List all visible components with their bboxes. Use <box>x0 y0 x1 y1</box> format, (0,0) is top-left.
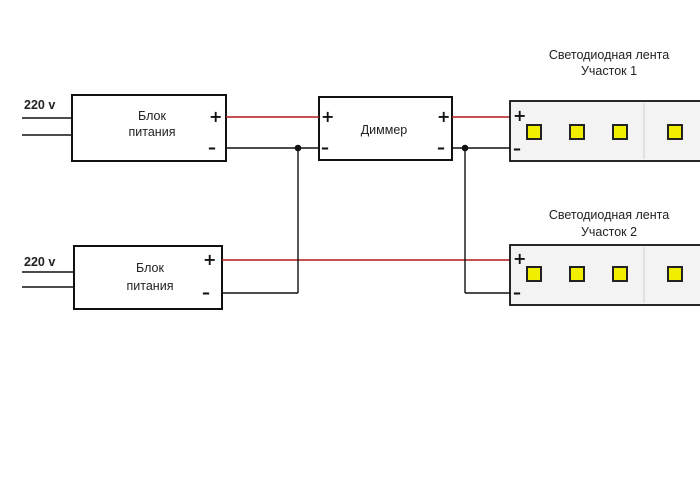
power-supply-1-label-line2: питания <box>129 125 176 139</box>
led-strip-1-led-4 <box>667 124 683 140</box>
power-supply-2-label-line1: Блок <box>136 261 164 275</box>
junction-dot-right <box>461 144 469 152</box>
mains-voltage-label-1: 220 v <box>24 98 55 112</box>
led-strip-1: Светодиодная лента Участок 1 + – <box>509 48 700 162</box>
power-supply-2: Блок питания + – <box>73 245 223 310</box>
dimmer-output-minus: – <box>437 138 445 157</box>
power-supply-1-label-line1: Блок <box>138 109 166 123</box>
positive-wires <box>222 116 510 261</box>
power-supply-2-box <box>73 245 223 310</box>
mains-voltage-label-2: 220 v <box>24 255 55 269</box>
dimmer-input-plus: + <box>321 107 334 126</box>
led-strip-2-title: Светодиодная лента <box>549 208 669 222</box>
dimmer-input-minus: – <box>321 138 329 157</box>
led-strip-1-led-1 <box>526 124 542 140</box>
led-strip-1-led-2 <box>569 124 585 140</box>
dimmer-output-plus: + <box>437 107 450 126</box>
led-strip-1-minus: – <box>513 139 521 158</box>
power-supply-1: Блок питания + – <box>71 94 227 162</box>
power-supply-2-label-line2: питания <box>127 279 174 293</box>
power-supply-1-box <box>71 94 227 162</box>
mains-input-1: 220 v <box>22 98 72 136</box>
junction-dot-left <box>294 144 302 152</box>
led-strip-1-led-3 <box>612 124 628 140</box>
negative-wires <box>222 144 510 294</box>
dimmer-label: Диммер <box>361 123 408 137</box>
dimmer: Диммер + – + – <box>318 96 453 161</box>
mains-input-2: 220 v <box>22 255 74 288</box>
led-strip-1-subtitle: Участок 1 <box>581 64 637 78</box>
led-strip-2-led-2 <box>569 266 585 282</box>
led-strip-2-subtitle: Участок 2 <box>581 225 637 239</box>
power-supply-1-minus: – <box>208 138 216 157</box>
dimmer-box <box>318 96 453 161</box>
power-supply-1-plus: + <box>209 107 222 126</box>
led-strip-1-title: Светодиодная лента <box>549 48 669 62</box>
led-strip-2-plus: + <box>513 249 526 268</box>
led-strip-2-led-4 <box>667 266 683 282</box>
led-strip-2-minus: – <box>513 283 521 302</box>
led-strip-2-led-3 <box>612 266 628 282</box>
led-strip-2-led-1 <box>526 266 542 282</box>
power-supply-2-minus: – <box>202 283 210 302</box>
led-strip-1-plus: + <box>513 106 526 125</box>
power-supply-2-plus: + <box>203 250 216 269</box>
led-strip-2: Светодиодная лента Участок 2 + – <box>509 208 700 306</box>
